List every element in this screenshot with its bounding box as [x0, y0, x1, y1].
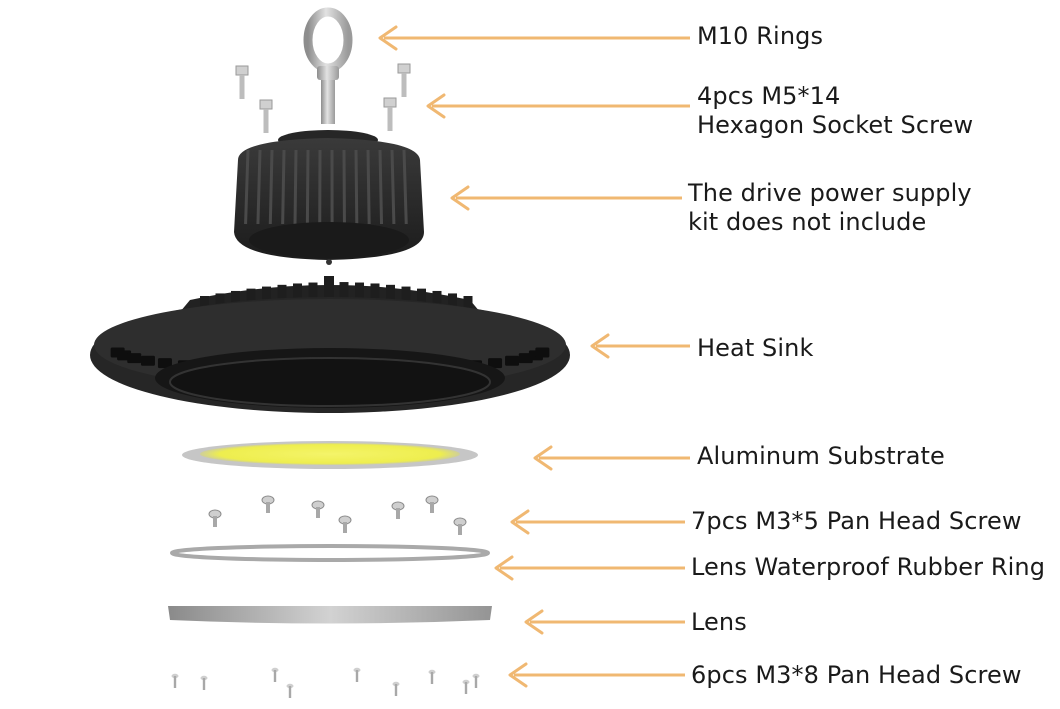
pan-screw: [454, 518, 466, 535]
pan-screw-long: [429, 670, 436, 684]
callout-arrow: [380, 27, 690, 49]
label-lens: Lens: [691, 608, 747, 637]
heat-sink-part: [90, 276, 570, 413]
label-heat-sink: Heat Sink: [697, 334, 813, 363]
label-rubber-ring: Lens Waterproof Rubber Ring: [691, 553, 1045, 582]
pan-screw: [426, 496, 438, 513]
pan-screw-long: [393, 682, 400, 696]
callout-arrow: [592, 335, 690, 357]
pan-screw-long: [172, 674, 179, 688]
hex-screw: [260, 100, 272, 133]
label-pan-screw-6: 6pcs M3*8 Pan Head Screw: [691, 661, 1022, 690]
pan-screw: [339, 516, 351, 533]
callout-arrow: [526, 611, 685, 633]
pan-screw-long: [354, 668, 361, 682]
callout-arrow: [512, 511, 685, 533]
pan-head-screws-7-part: [209, 496, 466, 535]
label-m10-rings: M10 Rings: [697, 22, 823, 51]
driver-housing-part: [234, 130, 424, 265]
pan-screw-long: [463, 680, 470, 694]
pan-screw: [312, 501, 324, 518]
callout-arrow: [496, 557, 685, 579]
callout-arrow: [510, 664, 685, 686]
lens-part: [168, 606, 492, 624]
callout-arrow: [535, 447, 690, 469]
pan-screw-long: [272, 668, 279, 682]
hex-screw: [236, 66, 248, 99]
pan-screw: [262, 496, 274, 513]
label-aluminum-substrate: Aluminum Substrate: [697, 442, 945, 471]
label-pan-screw-7: 7pcs M3*5 Pan Head Screw: [691, 507, 1022, 536]
label-hex-screw-qty: 4pcs M5*14: [697, 82, 840, 111]
pan-screw: [392, 502, 404, 519]
hex-screw: [398, 64, 410, 97]
pan-head-screws-6-part: [172, 668, 480, 698]
label-driver-line2: kit does not include: [688, 208, 926, 237]
label-driver-line1: The drive power supply: [688, 179, 972, 208]
hex-screw: [384, 98, 396, 131]
pan-screw: [209, 510, 221, 527]
aluminum-substrate-part: [182, 441, 478, 469]
rubber-ring-part: [172, 546, 488, 560]
eye-bolt-part: [308, 12, 348, 124]
pan-screw-long: [473, 674, 480, 688]
pan-screw-long: [287, 684, 294, 698]
label-hex-screw-type: Hexagon Socket Screw: [697, 111, 973, 140]
pan-screw-long: [201, 676, 208, 690]
callout-arrow: [428, 95, 690, 117]
callout-arrow: [452, 187, 682, 209]
